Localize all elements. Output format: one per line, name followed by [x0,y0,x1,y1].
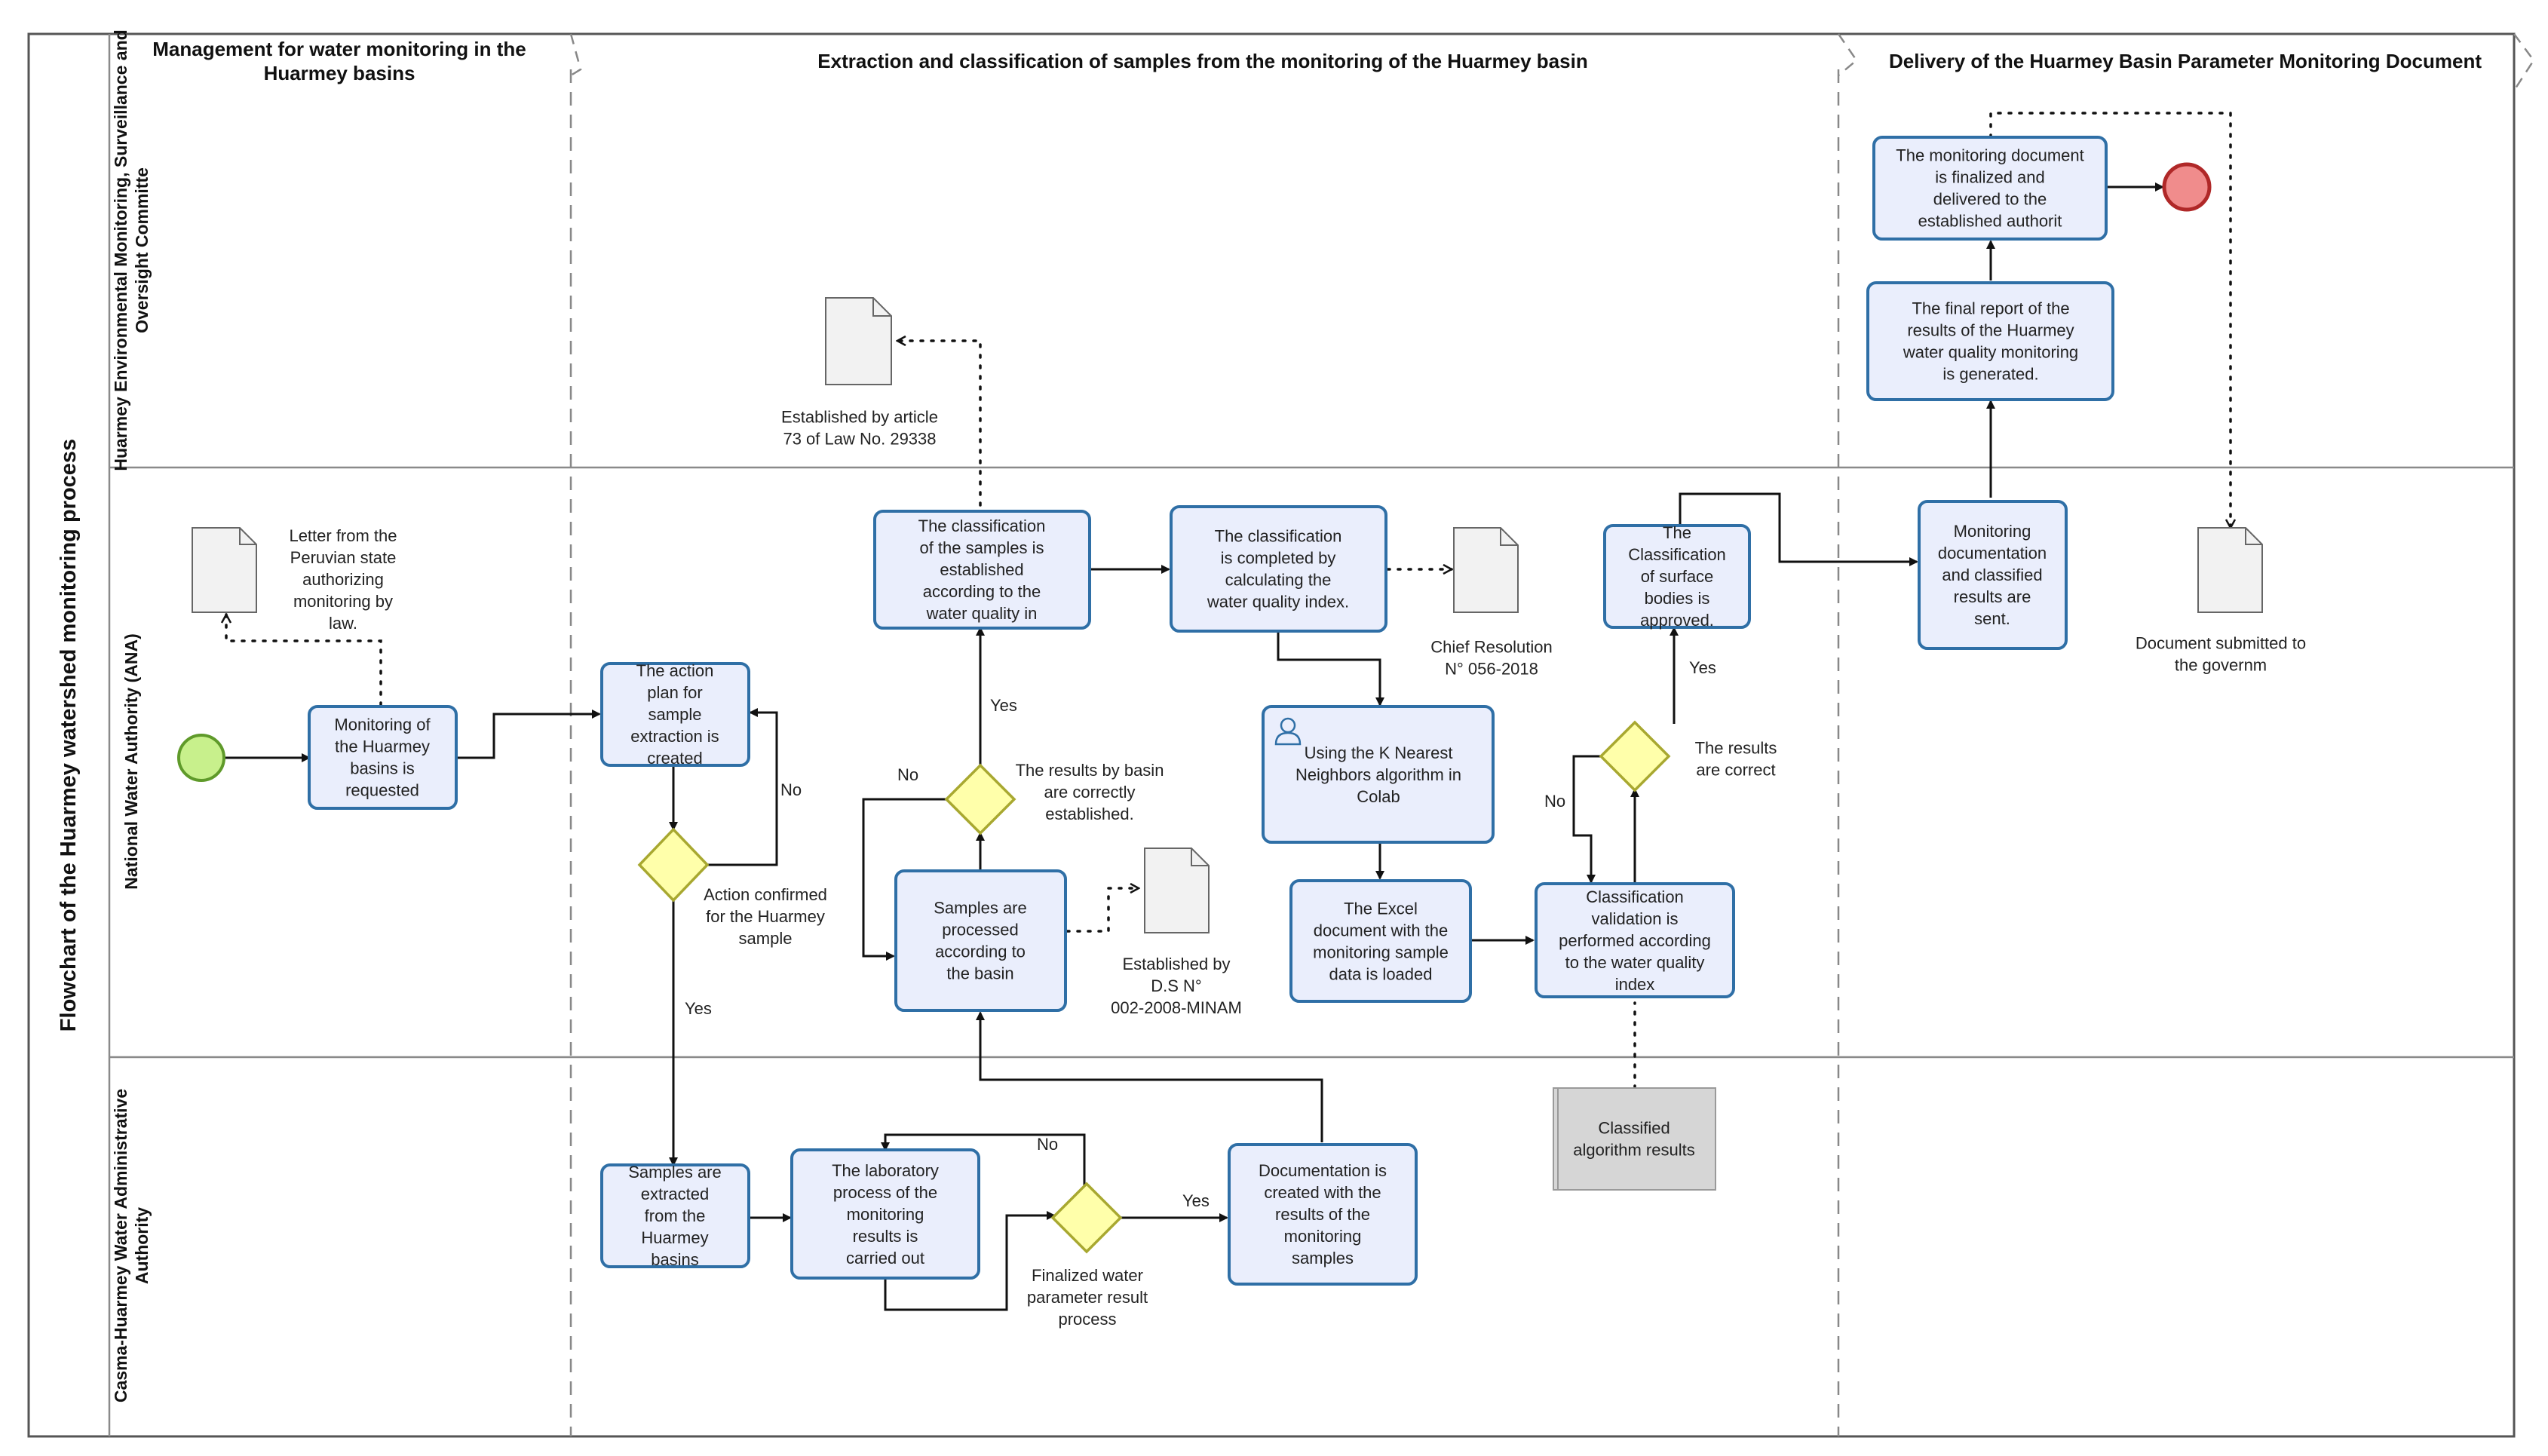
document-icon [1144,848,1210,933]
flow-label-yes-correct: Yes [1689,658,1716,677]
document-icon [192,527,257,613]
flow-label-no-correct: No [1544,792,1565,811]
gateway-results-correct [1599,720,1671,792]
lane-label-committee: Huarmey Environmental Monitoring, Survei… [111,29,152,471]
gateway-finalized-water [1050,1182,1123,1254]
flow-label-yes-action: Yes [685,999,712,1018]
flow-label-no-lab: No [1037,1135,1058,1154]
flow-label-yes-basin: Yes [990,696,1017,715]
phase-header-delivery: Delivery of the Huarmey Basin Parameter … [1889,50,2482,72]
lane-label-ana: National Water Authority (ANA) [121,633,141,889]
flow-label-no-basin: No [897,765,918,784]
lane-label-casma: Casma-Huarmey Water AdministrativeAuthor… [111,1089,152,1402]
document-icon [2197,527,2263,613]
document-icon [825,297,892,385]
diagram-title: Flowchart of the Huarmey watershed monit… [57,439,81,1031]
user-icon [1274,717,1302,746]
end-event [2162,162,2212,212]
gateway-results-by-basin [944,763,1016,835]
start-event [177,734,225,782]
document-icon [1453,527,1519,613]
gateway-action-confirmed [637,827,710,903]
pool-frame [27,32,2535,1438]
sequence-flows [222,182,2164,1311]
flow-label-no-action: No [780,780,802,799]
association-flows [226,112,2231,1090]
flow-label-yes-lab: Yes [1182,1191,1210,1210]
phase-header-extraction: Extraction and classification of samples… [817,50,1587,72]
